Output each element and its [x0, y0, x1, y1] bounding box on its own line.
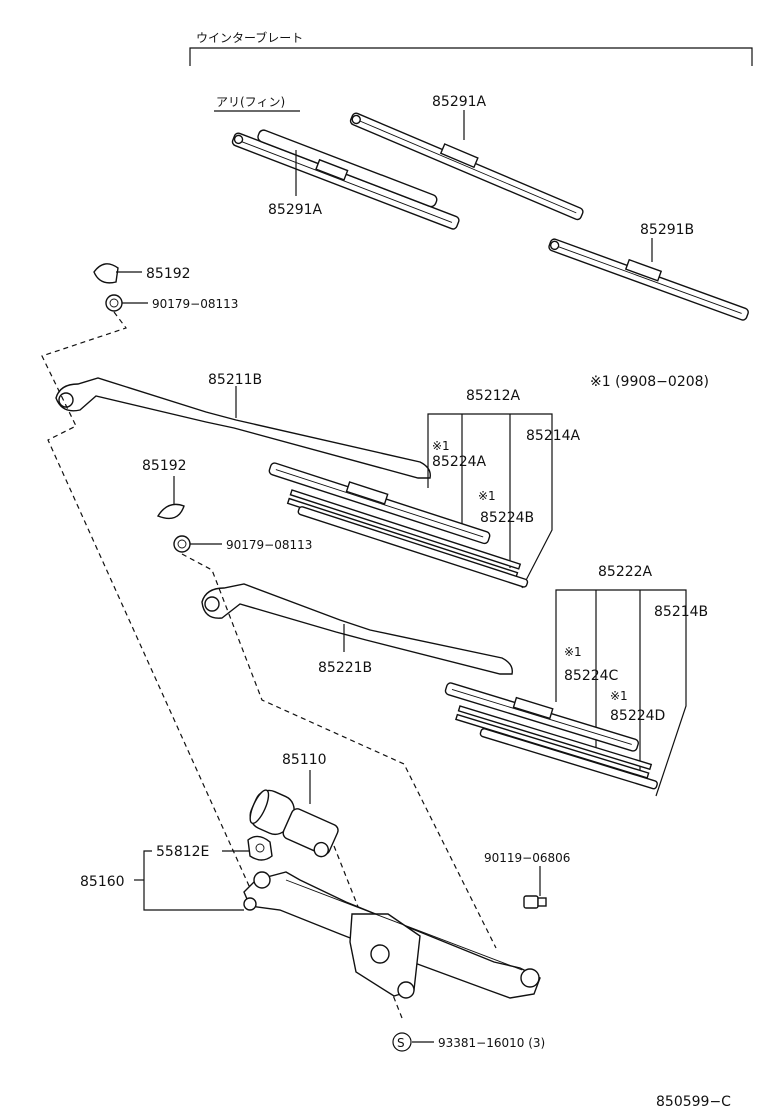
- part-85214a: 85214A: [526, 428, 581, 444]
- bolt-90119: 90119−06806: [484, 851, 570, 909]
- with-fin-label: アリ(フィン): [216, 95, 285, 109]
- winter-blade-with-fin: アリ(フィン) 85291A: [214, 95, 460, 230]
- pivot-nut-upper: 90179−08113: [105, 294, 238, 312]
- mark-1-85224b: ※1: [478, 489, 496, 503]
- wiper-blade-85212a: 85212A 85214A ※1 85224A ※1 85224B: [268, 388, 581, 589]
- part-55812e: 55812E: [156, 844, 209, 860]
- part-85222a: 85222A: [598, 564, 653, 580]
- diagram-code: 850599−C: [656, 1094, 731, 1110]
- winter-blade-85291a: 85291A: [349, 94, 584, 221]
- part-85192-upper: 85192: [146, 266, 191, 282]
- screw-mark: S: [397, 1036, 405, 1050]
- part-85192-lower: 85192: [142, 458, 187, 474]
- winter-blade-bracket: ウインターブレート: [189, 30, 753, 66]
- part-85291a-fin: 85291A: [268, 202, 323, 218]
- part-85291b: 85291B: [640, 222, 694, 238]
- part-85212a: 85212A: [466, 388, 521, 404]
- wiper-blade-85222a: 85222A 85214B ※1 85224C ※1 85224D: [444, 564, 708, 797]
- wiper-linkage-85160: 55812E 85160: [80, 835, 541, 999]
- mark-1-85224c: ※1: [564, 645, 582, 659]
- pivot-cap-upper: 85192: [93, 263, 191, 284]
- part-85211b: 85211B: [208, 372, 262, 388]
- part-85224d: 85224D: [610, 708, 665, 724]
- part-85214b: 85214B: [654, 604, 708, 620]
- wiper-arm-85221b: 85221B: [201, 583, 513, 676]
- winter-blade-85291b: 85291B: [548, 222, 749, 321]
- screw-93381: S 93381−16010 (3): [392, 1032, 545, 1052]
- part-85224a: 85224A: [432, 454, 487, 470]
- mark-1-85224a: ※1: [432, 439, 450, 453]
- winter-blade-label: ウインターブレート: [196, 30, 303, 45]
- part-93381: 93381−16010 (3): [438, 1036, 545, 1050]
- wiper-motor-85110: 85110: [249, 752, 339, 858]
- part-85110: 85110: [282, 752, 327, 768]
- date-note: ※1 (9908−0208): [590, 374, 709, 390]
- mark-1-85224d: ※1: [610, 689, 628, 703]
- part-85291a: 85291A: [432, 94, 487, 110]
- part-90179-lower: 90179−08113: [226, 538, 312, 552]
- part-90179-upper: 90179−08113: [152, 297, 238, 311]
- part-85224c: 85224C: [564, 668, 619, 684]
- part-85221b: 85221B: [318, 660, 372, 676]
- wiper-arm-85211b: 85211B: [55, 372, 431, 479]
- pivot-nut-lower: 90179−08113: [173, 535, 312, 553]
- pivot-cap-lower: 85192: [142, 458, 187, 520]
- part-85224b: 85224B: [480, 510, 534, 526]
- part-85160: 85160: [80, 874, 125, 890]
- part-90119: 90119−06806: [484, 851, 570, 865]
